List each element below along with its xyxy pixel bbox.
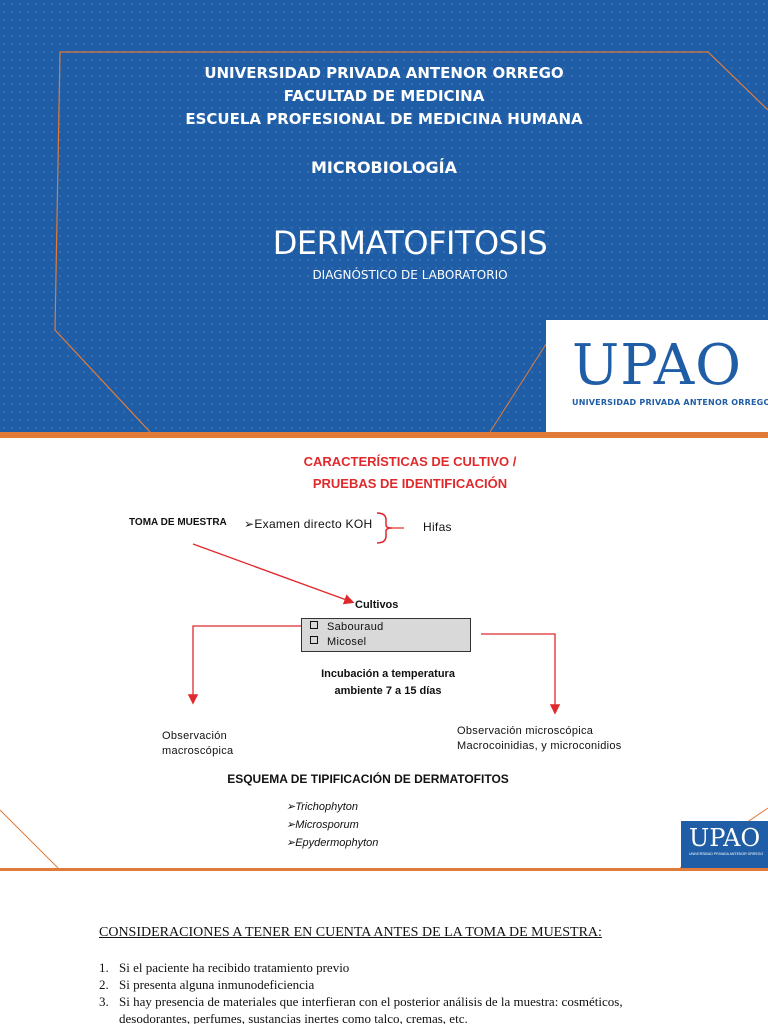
- hyphae-label: Hifas: [423, 520, 452, 534]
- list-item: 3.Si hay presencia de materiales que int…: [99, 994, 623, 1009]
- considerations-heading: CONSIDERACIONES A TENER EN CUENTA ANTES …: [99, 925, 602, 940]
- orange-frame-lines: [54, 51, 768, 432]
- logo-tagline: UNIVERSIDAD PRIVADA ANTENOR ORREGO: [689, 852, 764, 856]
- slide-title-line1: CARACTERÍSTICAS DE CULTIVO /: [303, 454, 517, 469]
- logo-mark: UPAO: [689, 824, 761, 852]
- slide-title: DERMATOFITOSIS: [272, 224, 548, 262]
- culture-option: Sabouraud: [310, 621, 384, 633]
- considerations-slide: CONSIDERACIONES A TENER EN CUENTA ANTES …: [0, 871, 768, 1024]
- incubation-line1: Incubación a temperatura: [321, 668, 455, 680]
- diagram-connectors: [0, 512, 768, 868]
- macroscopic-label-line1: Observación: [162, 730, 228, 742]
- microscopic-label-line1: Observación microscópica: [457, 725, 594, 737]
- genus-item: ➢Trichophyton: [286, 801, 358, 813]
- sample-collection-label: TOMA DE MUESTRA: [129, 517, 227, 528]
- orange-divider: [0, 432, 768, 438]
- genus-item: ➢Epydermophyton: [286, 837, 379, 849]
- list-item: 1.Si el paciente ha recibido tratamiento…: [99, 960, 350, 975]
- list-item: 2.Si presenta alguna inmunodeficiencia: [99, 977, 315, 992]
- upao-logo-small: UPAO UNIVERSIDAD PRIVADA ANTENOR ORREGO: [681, 821, 768, 868]
- arrow-to-microscopic: [481, 633, 561, 715]
- macroscopic-label-line2: macroscópica: [162, 745, 234, 757]
- course-name: MICROBIOLOGÍA: [311, 158, 457, 177]
- microscopic-label-line2: Macrocoinidias, y microconidios: [457, 740, 622, 752]
- list-item-continuation: desodorantes, perfumes, sustancias inert…: [119, 1011, 468, 1024]
- faculty-name: FACULTAD DE MEDICINA: [283, 87, 485, 105]
- checkbox-square-icon: [310, 636, 318, 644]
- university-name: UNIVERSIDAD PRIVADA ANTENOR ORREGO: [204, 64, 564, 82]
- cultures-label: Cultivos: [355, 599, 399, 611]
- genus-item: ➢Microsporum: [286, 819, 359, 831]
- slide-title-line2: PRUEBAS DE IDENTIFICACIÓN: [312, 476, 508, 491]
- logo-mark: UPAO: [572, 333, 743, 398]
- title-slide: UNIVERSIDAD PRIVADA ANTENOR ORREGO FACUL…: [0, 0, 768, 432]
- culture-option: Micosel: [310, 636, 366, 648]
- logo-tagline: UNIVERSIDAD PRIVADA ANTENOR ORREGO: [572, 398, 768, 407]
- school-name: ESCUELA PROFESIONAL DE MEDICINA HUMANA: [185, 110, 583, 128]
- checkbox-square-icon: [310, 621, 318, 629]
- brace-icon: [376, 512, 393, 544]
- incubation-line2: ambiente 7 a 15 días: [334, 685, 442, 697]
- slide-subtitle: DIAGNÓSTICO DE LABORATORIO: [312, 268, 508, 282]
- direct-exam-label: ➢Examen directo KOH: [244, 517, 373, 531]
- arrow-to-cultures: [192, 543, 355, 605]
- orange-divider: [0, 868, 768, 871]
- typing-scheme-title: ESQUEMA DE TIPIFICACIÓN DE DERMATOFITOS: [227, 772, 509, 786]
- arrow-to-macroscopic: [187, 625, 301, 705]
- upao-logo: UPAO UNIVERSIDAD PRIVADA ANTENOR ORREGO: [546, 320, 768, 432]
- culture-slide: CARACTERÍSTICAS DE CULTIVO / PRUEBAS DE …: [0, 438, 768, 868]
- culture-media-box: Sabouraud Micosel: [301, 618, 471, 652]
